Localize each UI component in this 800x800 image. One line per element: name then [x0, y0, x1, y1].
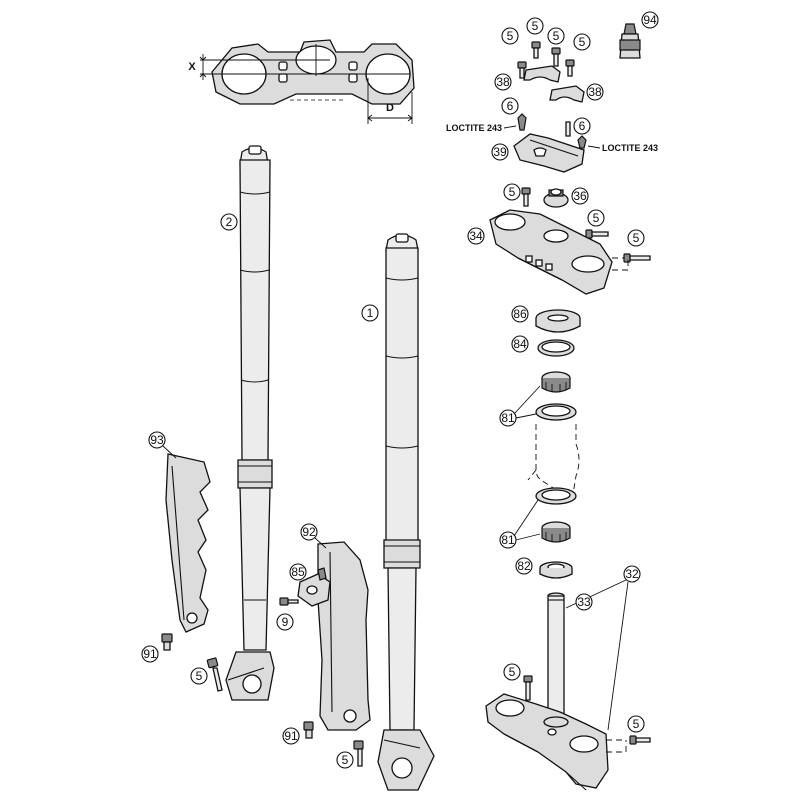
- callout-36-label: 36: [573, 189, 587, 203]
- callout-9-label: 9: [282, 615, 289, 629]
- callout-92: [300, 523, 318, 541]
- callout-5-g-label: 5: [633, 231, 640, 245]
- callout-1: [361, 304, 379, 322]
- callout-33-label: 33: [577, 595, 591, 609]
- callout-85: [289, 563, 307, 581]
- seal-82: [539, 561, 573, 579]
- ring-84: [537, 339, 575, 357]
- callout-84: [511, 335, 529, 353]
- callout-5-e-label: 5: [509, 185, 516, 199]
- callout-39: [491, 143, 509, 161]
- fork-guard-92: [317, 541, 371, 731]
- callout-6-right: [573, 117, 591, 135]
- callout-81-upper-label: 81: [501, 411, 515, 425]
- callout-5-a-label: 5: [507, 29, 514, 43]
- callout-5-leg2-label: 5: [196, 669, 203, 683]
- callout-94: [641, 11, 659, 29]
- callout-82-label: 82: [517, 559, 531, 573]
- callout-32: [623, 565, 641, 583]
- callout-38-right: [586, 83, 604, 101]
- bracket-85: [297, 567, 331, 607]
- callout-5-d: [573, 33, 591, 51]
- callout-93: [148, 431, 166, 449]
- callout-5-b-label: 5: [532, 19, 539, 33]
- callout-5-i: [627, 715, 645, 733]
- callout-84-label: 84: [513, 337, 527, 351]
- callout-5-leg1: [336, 751, 354, 769]
- callout-6-left-label: 6: [507, 99, 514, 113]
- top-clamp-dimension-sketch: X D: [188, 39, 415, 124]
- callout-33: [575, 593, 593, 611]
- callout-34: [467, 227, 485, 245]
- callout-5-h: [503, 663, 521, 681]
- callout-38-right-label: 38: [588, 85, 602, 99]
- callout-5-g: [627, 229, 645, 247]
- callout-38-left-label: 38: [496, 75, 510, 89]
- callout-6-left: [501, 97, 519, 115]
- dust-seal-86: [535, 309, 581, 333]
- fork-leg-2: [225, 145, 275, 701]
- callout-5-c-label: 5: [553, 29, 560, 43]
- upper-bearing-81: [535, 371, 577, 421]
- frame-head-outline: [527, 424, 580, 501]
- callout-34-label: 34: [469, 229, 483, 243]
- dimension-x-label: X: [188, 61, 196, 73]
- callout-38-left: [494, 73, 512, 91]
- handlebar-lower-clamp-39: [513, 133, 585, 173]
- callout-5-b: [526, 17, 544, 35]
- callout-5-a: [501, 27, 519, 45]
- callout-81-lower-label: 81: [501, 533, 515, 547]
- lower-bearing-81: [535, 487, 577, 543]
- callout-92-label: 92: [302, 525, 316, 539]
- callout-6-right-label: 6: [579, 119, 586, 133]
- callout-2: [220, 213, 238, 231]
- callout-5-i-label: 5: [633, 717, 640, 731]
- screw-5-leg2: [206, 657, 223, 692]
- screw-5-leg1: [353, 740, 364, 767]
- callout-94-label: 94: [643, 13, 657, 27]
- callout-39-label: 39: [493, 145, 507, 159]
- loctite-note-right: LOCTITE 243: [602, 143, 658, 153]
- dimension-d-label: D: [386, 102, 394, 114]
- callout-93-label: 93: [150, 433, 164, 447]
- callout-91-center: [282, 727, 300, 745]
- screw-91-left: [161, 633, 173, 651]
- callout-36: [571, 187, 589, 205]
- loctite-note-left: LOCTITE 243: [446, 123, 502, 133]
- callout-5-h-label: 5: [509, 665, 516, 679]
- callout-91-left-label: 91: [143, 647, 157, 661]
- top-triple-clamp-34: [489, 209, 651, 295]
- grease-tube-94: [619, 23, 641, 59]
- handlebar-upper-clamps-38: [523, 65, 585, 103]
- fork-leg-1: [377, 233, 435, 791]
- callout-85-label: 85: [291, 565, 305, 579]
- steering-stem-33: [547, 592, 565, 717]
- callout-2-label: 2: [226, 215, 233, 229]
- callout-5-e: [503, 183, 521, 201]
- callout-5-c: [547, 27, 565, 45]
- callout-32-label: 32: [625, 567, 639, 581]
- callout-5-leg2: [190, 667, 208, 685]
- handlebar-clamp-screws: [517, 41, 575, 79]
- callout-5-f: [587, 209, 605, 227]
- callout-91-left: [141, 645, 159, 663]
- callout-5-leg1-label: 5: [342, 753, 349, 767]
- callout-1-label: 1: [367, 306, 374, 320]
- studs-6: [517, 113, 587, 149]
- fork-guard-93: [165, 453, 211, 633]
- callout-5-d-label: 5: [579, 35, 586, 49]
- lower-triple-clamp-32: [485, 675, 651, 791]
- callout-86-label: 86: [513, 307, 527, 321]
- callout-91-center-label: 91: [284, 729, 298, 743]
- screw-9: [279, 597, 299, 606]
- callout-5-f-label: 5: [593, 211, 600, 225]
- screw-91-center: [303, 721, 314, 739]
- callout-9: [276, 613, 294, 631]
- callout-86: [511, 305, 529, 323]
- callout-82: [515, 557, 533, 575]
